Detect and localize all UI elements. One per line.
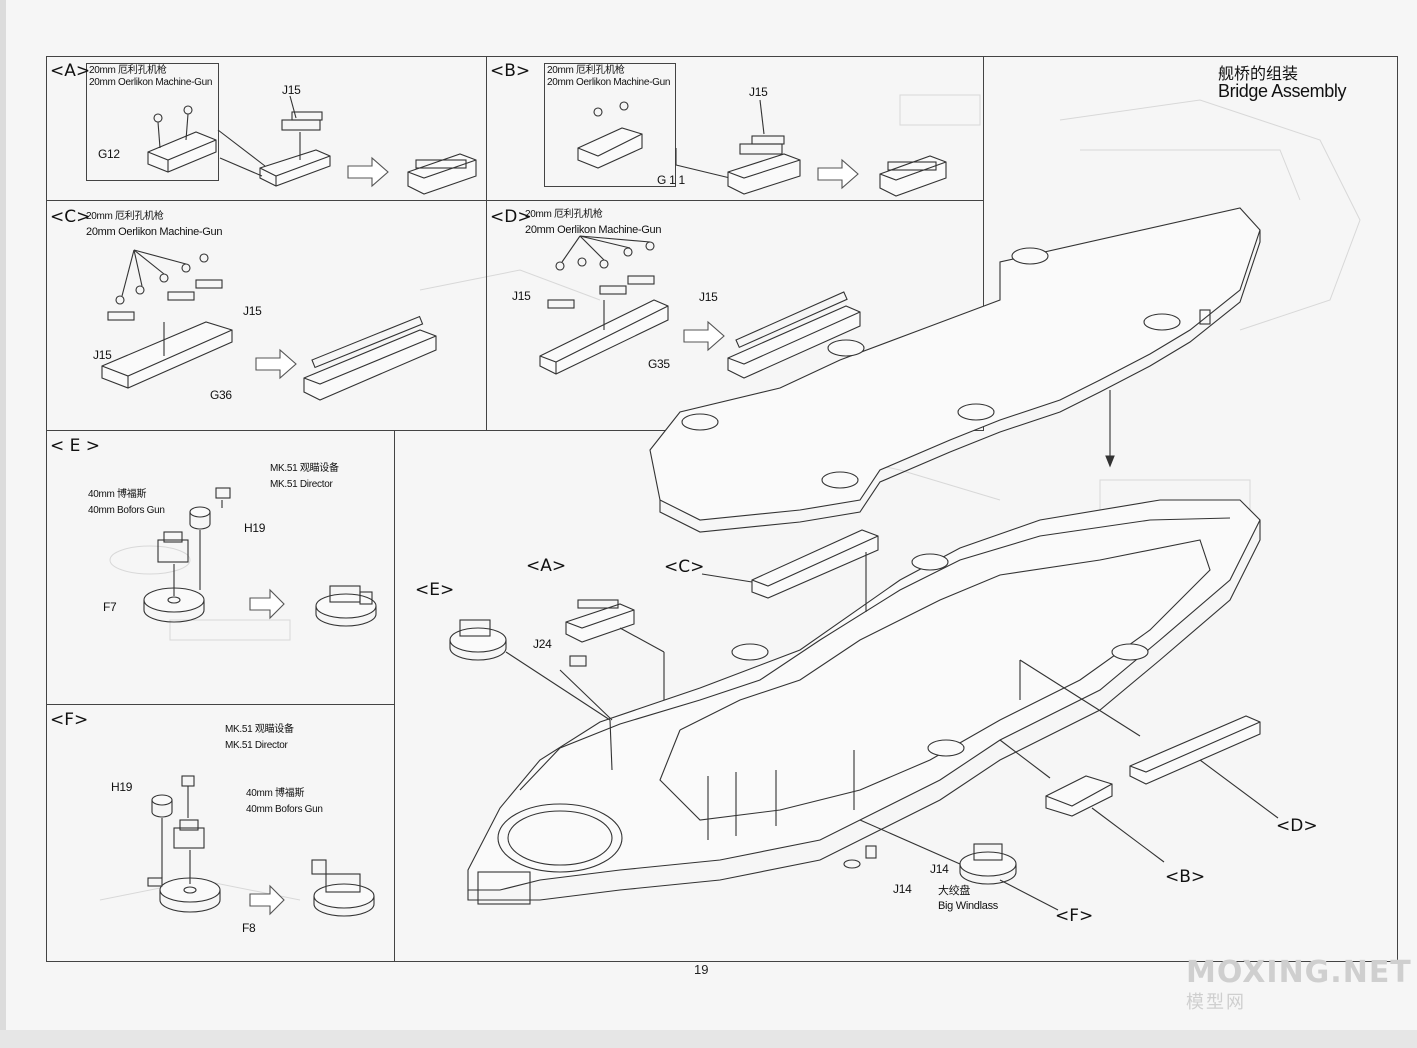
watermark-site-cn: 模型网 bbox=[1186, 992, 1246, 1012]
callout-c: <C> bbox=[664, 557, 705, 577]
page-right-rule bbox=[1397, 56, 1398, 962]
panel-a-label: <A> bbox=[50, 61, 91, 81]
main-assembly-frame bbox=[394, 430, 395, 962]
panel-a-drawing bbox=[147, 95, 477, 195]
panel-b-gun-en: 20mm Oerlikon Machine-Gun bbox=[547, 77, 671, 88]
part-label-j15: J15 bbox=[282, 83, 301, 97]
part-label-j24: J24 bbox=[533, 637, 552, 651]
page-bottom-edge bbox=[0, 1030, 1417, 1048]
panel-f-director-cn: MK.51 观瞄设备 bbox=[225, 724, 294, 735]
part-label-f7: F7 bbox=[103, 600, 117, 614]
panel-b-label: <B> bbox=[490, 61, 531, 81]
part-label-j14: J14 bbox=[930, 862, 949, 876]
panel-c-gun-en: 20mm Oerlikon Machine-Gun bbox=[86, 226, 223, 238]
panel-a-gun-cn: 20mm 厄利孔机枪 bbox=[89, 65, 167, 76]
callout-e: <E> bbox=[415, 580, 455, 600]
panel-c-drawing bbox=[101, 249, 437, 401]
panel-e-director-en: MK.51 Director bbox=[270, 479, 333, 490]
part-label-j15: J15 bbox=[699, 290, 718, 304]
page-number: 19 bbox=[694, 962, 709, 977]
part-label-j15: J15 bbox=[93, 348, 112, 362]
part-label-j15: J15 bbox=[512, 289, 531, 303]
part-label-h19: H19 bbox=[244, 521, 266, 535]
binding-edge bbox=[0, 0, 6, 1048]
panel-b-gun-cn: 20mm 厄利孔机枪 bbox=[547, 65, 625, 76]
panel-f-gun-cn: 40mm 博福斯 bbox=[246, 788, 305, 799]
panel-d-gun-cn: 20mm 厄利孔机枪 bbox=[525, 209, 603, 220]
panel-d-label: <D> bbox=[490, 207, 532, 227]
panel-c-gun-cn: 20mm 厄利孔机枪 bbox=[86, 211, 164, 222]
panel-e-label: < E > bbox=[50, 436, 101, 456]
windlass-label-cn: 大绞盘 bbox=[938, 885, 971, 897]
panel-b-drawing bbox=[577, 99, 947, 197]
panel-d-drawing bbox=[539, 235, 861, 379]
panel-a-gun-en: 20mm Oerlikon Machine-Gun bbox=[89, 77, 213, 88]
callout-f: <F> bbox=[1055, 906, 1094, 926]
part-label-g12: G12 bbox=[98, 147, 120, 161]
panel-e-gun-cn: 40mm 博福斯 bbox=[88, 489, 147, 500]
panel-f-gun-en: 40mm Bofors Gun bbox=[246, 804, 323, 815]
lower-hull-deck bbox=[467, 499, 1261, 905]
windlass-label-en: Big Windlass bbox=[938, 900, 998, 912]
panel-f-label: <F> bbox=[50, 710, 89, 730]
panel-f-director-en: MK.51 Director bbox=[225, 740, 288, 751]
callout-a: <A> bbox=[526, 556, 567, 576]
panel-d-gun-en: 20mm Oerlikon Machine-Gun bbox=[525, 224, 662, 236]
main-subassemblies bbox=[449, 390, 1279, 911]
panel-a-inset bbox=[86, 63, 219, 181]
panel-e-drawing bbox=[143, 487, 377, 627]
page-top-rule bbox=[984, 56, 1398, 57]
page-title-cn: 舰桥的组装 bbox=[1218, 66, 1299, 83]
part-label-j14: J14 bbox=[893, 882, 912, 896]
part-label-h19: H19 bbox=[111, 780, 133, 794]
part-label-g36: G36 bbox=[210, 388, 232, 402]
panel-e-director-cn: MK.51 观瞄设备 bbox=[270, 463, 339, 474]
upper-bridge-deck bbox=[649, 207, 1261, 533]
part-label-f8: F8 bbox=[242, 921, 256, 935]
panel-c-label: <C> bbox=[50, 207, 91, 227]
part-label-g11: G 1 1 bbox=[657, 173, 685, 187]
part-label-j15: J15 bbox=[749, 85, 768, 99]
callout-b: <B> bbox=[1165, 867, 1206, 887]
watermark-site: MOXING.NET bbox=[1186, 955, 1412, 990]
panel-f-drawing bbox=[147, 775, 375, 917]
part-label-g35: G35 bbox=[648, 357, 670, 371]
panel-b-inset bbox=[544, 63, 676, 187]
callout-d: <D> bbox=[1276, 816, 1318, 836]
page-bottom-rule bbox=[46, 961, 1398, 962]
part-label-j15: J15 bbox=[243, 304, 262, 318]
panel-e-gun-en: 40mm Bofors Gun bbox=[88, 505, 165, 516]
page-title-en: Bridge Assembly bbox=[1218, 81, 1347, 101]
